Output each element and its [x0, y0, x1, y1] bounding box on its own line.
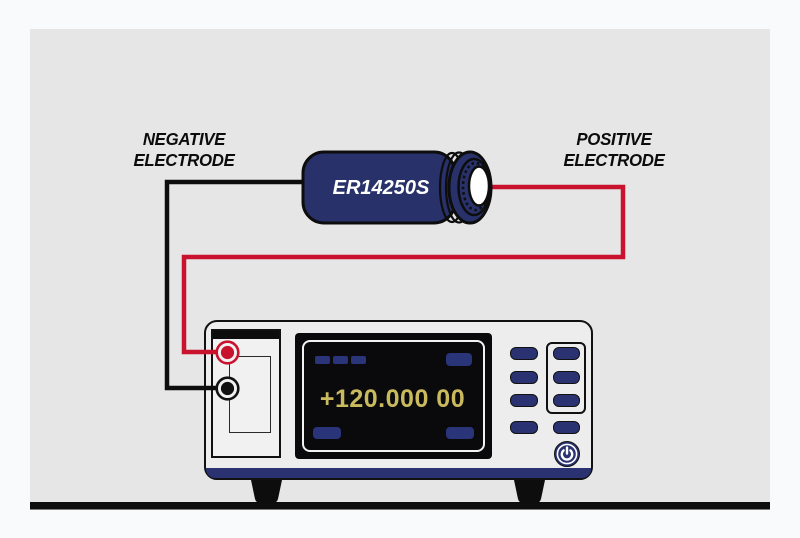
meter-button-b3 — [553, 394, 580, 407]
positive-electrode-line1: POSITIVE — [576, 129, 652, 149]
display-indicator-small-2 — [332, 356, 348, 364]
power-icon — [556, 443, 577, 465]
display-indicator-top-right — [446, 353, 472, 366]
meter-display: +120.000 00 — [295, 333, 492, 459]
display-indicator-bottom-right — [446, 426, 474, 439]
power-button — [553, 441, 580, 467]
positive-electrode-label: POSITIVE ELECTRODE — [547, 129, 681, 171]
terminal-panel-top-bar — [213, 331, 279, 339]
meter-button-a1 — [510, 347, 538, 360]
meter-button-a4 — [510, 420, 538, 434]
display-indicator-small-3 — [350, 356, 366, 364]
terminal-panel — [211, 329, 281, 458]
terminal-panel-inner-frame — [229, 356, 271, 433]
meter-button-a2 — [510, 370, 538, 384]
meter-button-b1 — [553, 347, 580, 360]
negative-electrode-line2: ELECTRODE — [133, 150, 235, 170]
meter-button-a3 — [510, 394, 538, 407]
meter-button-b2 — [553, 370, 580, 384]
display-reading: +120.000 00 — [319, 385, 466, 413]
display-indicator-small-1 — [315, 356, 330, 364]
display-indicator-bottom-left — [312, 426, 341, 439]
negative-electrode-line1: NEGATIVE — [142, 129, 226, 149]
meter-button-b4 — [553, 420, 580, 434]
meter-bottom-strip — [206, 468, 591, 478]
positive-electrode-line2: ELECTRODE — [563, 150, 665, 170]
negative-electrode-label: NEGATIVE ELECTRODE — [117, 129, 251, 171]
multimeter-body: +120.000 00 — [204, 320, 593, 480]
